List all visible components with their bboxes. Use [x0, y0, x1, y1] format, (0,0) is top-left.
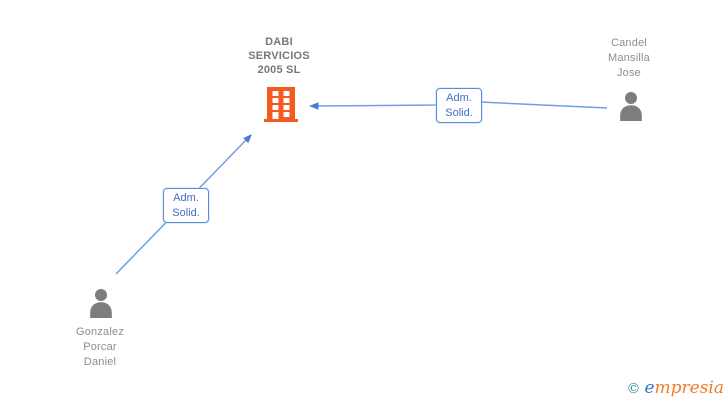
person-name-line: Gonzalez — [75, 326, 125, 338]
edge-label-line: Adm. — [173, 192, 199, 204]
company-name-line: SERVICIOS — [248, 50, 310, 62]
person-node-label-gonzalez[interactable]: Gonzalez Porcar Daniel — [45, 325, 155, 370]
person-name-line: Jose — [616, 67, 642, 79]
edge-label-line: Solid. — [172, 207, 200, 219]
company-node[interactable] — [263, 86, 299, 128]
person-name-line: Mansilla — [608, 52, 650, 64]
person-node-label-candel[interactable]: Candel Mansilla Jose — [574, 36, 684, 81]
company-name-line: DABI — [265, 36, 293, 48]
edge-label-line: Solid. — [445, 107, 473, 119]
empresia-logo: © empresia — [626, 379, 724, 397]
person-name-line: Porcar — [83, 341, 117, 353]
person-name-line: Daniel — [83, 356, 117, 368]
arrowhead-up-right-icon — [243, 134, 252, 144]
edge-label-line: Adm. — [446, 92, 472, 104]
person-node-gonzalez[interactable] — [87, 288, 115, 323]
person-node-candel[interactable] — [617, 91, 645, 126]
company-name-line: 2005 SL — [257, 64, 301, 76]
person-icon — [90, 289, 112, 318]
person-name-line: Candel — [610, 37, 648, 49]
arrowhead-left-icon — [309, 102, 319, 110]
building-icon — [264, 87, 298, 122]
company-node-label[interactable]: DABI SERVICIOS 2005 SL — [224, 35, 334, 77]
person-icon — [620, 92, 642, 121]
edge-label-adm-solid-right: Adm. Solid. — [436, 88, 482, 123]
copyright-icon: © — [626, 381, 641, 397]
empresia-wordmark: empresia — [644, 378, 724, 398]
edge-label-adm-solid-left: Adm. Solid. — [163, 188, 209, 223]
